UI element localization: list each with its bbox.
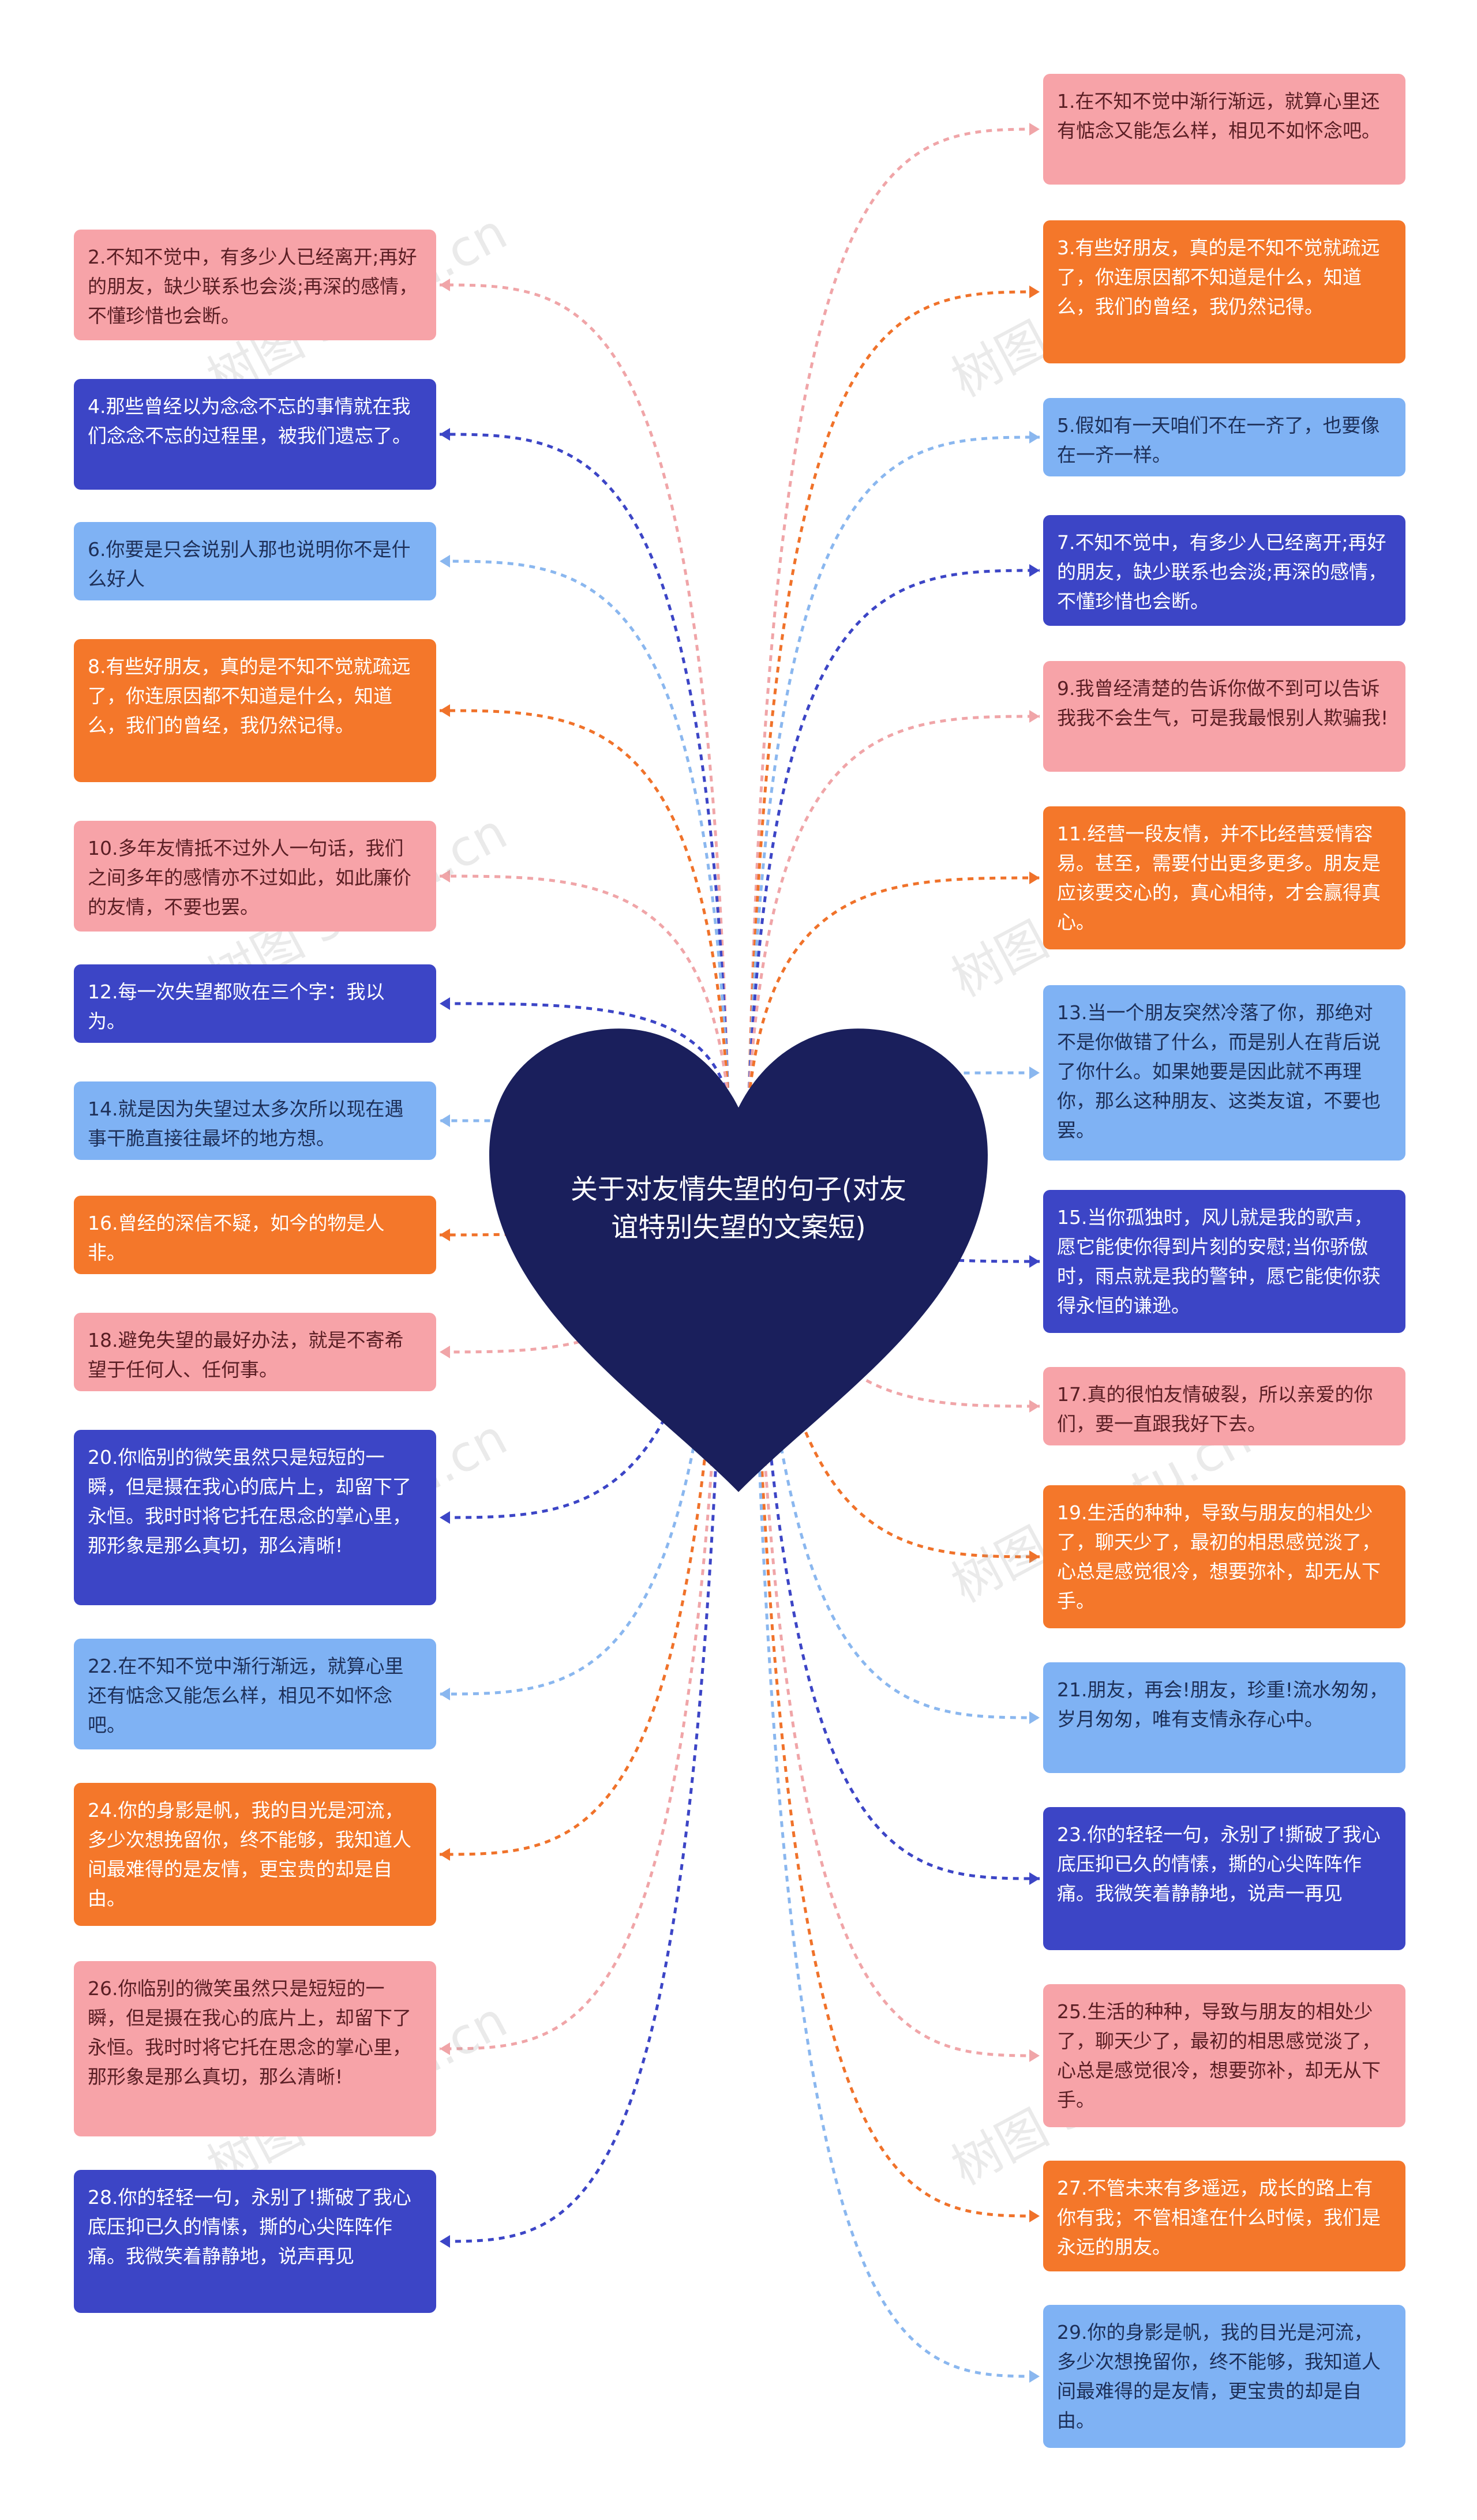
connector-arrow-21 [1029, 1711, 1040, 1724]
connector-line-4 [439, 433, 730, 1099]
connector-line-23 [747, 1098, 1040, 1880]
idea-node-8[interactable]: 8.有些好朋友，真的是不知不觉就疏远了，你连原因都不知道是什么，知道么，我们的曾… [74, 639, 436, 782]
idea-node-20[interactable]: 20.你临别的微笑虽然只是短短的一瞬，但是摄在我心的底片上，却留下了永恒。我时时… [74, 1430, 436, 1605]
connector-line-17 [747, 1098, 1040, 1408]
idea-node-3[interactable]: 3.有些好朋友，真的是不知不觉就疏远了，你连原因都不知道是什么，知道么，我们的曾… [1043, 220, 1405, 363]
central-topic-title: 关于对友情失望的句子(对友谊特别失望的文案短) [570, 1174, 907, 1244]
idea-node-18[interactable]: 18.避免失望的最好办法，就是不寄希望于任何人、任何事。 [74, 1313, 436, 1391]
connector-arrow-6 [440, 555, 450, 568]
connector-arrow-27 [1029, 2210, 1040, 2222]
connector-arrow-23 [1029, 1872, 1040, 1885]
connector-arrow-26 [440, 2042, 450, 2055]
connector-line-3 [747, 290, 1040, 1099]
connector-arrow-20 [440, 1511, 450, 1524]
connector-arrow-11 [1029, 872, 1040, 884]
connector-line-18 [439, 1098, 730, 1354]
connector-arrow-22 [440, 1688, 450, 1700]
heart-shape [489, 1028, 988, 1492]
connector-line-25 [747, 1098, 1040, 2057]
connector-arrow-3 [1029, 286, 1040, 298]
connector-line-9 [747, 715, 1040, 1099]
connector-line-26 [439, 1098, 730, 2050]
connector-arrow-13 [1029, 1066, 1040, 1079]
idea-node-24[interactable]: 24.你的身影是帆，我的目光是河流，多少次想挽留你，终不能够，我知道人间最难得的… [74, 1783, 436, 1926]
connector-arrow-29 [1029, 2370, 1040, 2383]
idea-node-11[interactable]: 11.经营一段友情，并不比经营爱情容易。甚至，需要付出更多更多。朋友是应该要交心… [1043, 806, 1405, 949]
idea-node-12[interactable]: 12.每一次失望都败在三个字：我以为。 [74, 964, 436, 1043]
idea-node-7[interactable]: 7.不知不觉中，有多少人已经离开;再好的朋友，缺少联系也会淡;再深的感情，不懂珍… [1043, 515, 1405, 626]
connector-arrow-10 [440, 870, 450, 882]
connector-arrow-1 [1029, 123, 1040, 136]
connector-line-24 [439, 1098, 730, 1856]
idea-node-14[interactable]: 14.就是因为失望过太多次所以现在遇事干脆直接往最坏的地方想。 [74, 1081, 436, 1160]
connector-line-12 [439, 1002, 730, 1099]
idea-node-16[interactable]: 16.曾经的深信不疑，如今的物是人非。 [74, 1196, 436, 1274]
connector-arrow-24 [440, 1848, 450, 1861]
connector-arrow-9 [1029, 710, 1040, 723]
idea-node-4[interactable]: 4.那些曾经以为念念不忘的事情就在我们念念不忘的过程里，被我们遗忘了。 [74, 379, 436, 490]
idea-node-13[interactable]: 13.当一个朋友突然冷落了你，那绝对不是你做错了什么，而是别人在背后说了你什么。… [1043, 985, 1405, 1161]
connector-arrow-8 [440, 704, 450, 717]
connector-arrow-5 [1029, 431, 1040, 444]
idea-node-17[interactable]: 17.真的很怕友情破裂，所以亲爱的你们，要一直跟我好下去。 [1043, 1367, 1405, 1445]
connector-line-1 [747, 127, 1040, 1099]
idea-node-2[interactable]: 2.不知不觉中，有多少人已经离开;再好的朋友，缺少联系也会淡;再深的感情，不懂珍… [74, 230, 436, 340]
idea-node-28[interactable]: 28.你的轻轻一句，永别了!撕破了我心底压抑已久的情愫，撕的心尖阵阵作痛。我微笑… [74, 2170, 436, 2313]
connector-arrow-17 [1029, 1400, 1040, 1413]
connector-arrow-7 [1029, 564, 1040, 577]
idea-node-25[interactable]: 25.生活的种种，导致与朋友的相处少了，聊天少了，最初的相思感觉淡了，心总是感觉… [1043, 1984, 1405, 2127]
connector-arrow-16 [440, 1229, 450, 1241]
central-heart[interactable] [479, 1018, 998, 1503]
idea-node-27[interactable]: 27.不管未来有多遥远，成长的路上有你有我；不管相逢在什么时候，我们是永远的朋友… [1043, 2161, 1405, 2271]
idea-node-29[interactable]: 29.你的身影是帆，我的目光是河流，多少次想挽留你，终不能够，我知道人间最难得的… [1043, 2305, 1405, 2448]
idea-node-1[interactable]: 1.在不知不觉中渐行渐远，就算心里还有惦念又能怎么样，相见不如怀念吧。 [1043, 74, 1405, 185]
connector-arrow-18 [440, 1346, 450, 1358]
connector-line-6 [439, 559, 730, 1099]
idea-node-21[interactable]: 21.朋友，再会!朋友，珍重!流水匆匆，岁月匆匆，唯有支情永存心中。 [1043, 1662, 1405, 1773]
idea-node-19[interactable]: 19.生活的种种，导致与朋友的相处少了，聊天少了，最初的相思感觉淡了，心总是感觉… [1043, 1485, 1405, 1628]
connector-arrow-14 [440, 1114, 450, 1127]
connector-line-20 [439, 1098, 730, 1519]
idea-node-10[interactable]: 10.多年友情抵不过外人一句话，我们之间多年的感情亦不过如此，如此廉价的友情，不… [74, 821, 436, 932]
idea-node-15[interactable]: 15.当你孤独时，风儿就是我的歌声，愿它能使你得到片刻的安慰;当你骄傲时，雨点就… [1043, 1190, 1405, 1333]
connector-arrow-12 [440, 997, 450, 1010]
connector-arrow-2 [440, 279, 450, 291]
connector-line-8 [439, 709, 730, 1099]
idea-node-5[interactable]: 5.假如有一天咱们不在一齐了，也要像在一齐一样。 [1043, 398, 1405, 476]
idea-node-9[interactable]: 9.我曾经清楚的告诉你做不到可以告诉我我不会生气，可是我最恨别人欺骗我! [1043, 661, 1405, 772]
connector-line-5 [747, 435, 1040, 1099]
connector-arrow-19 [1029, 1550, 1040, 1563]
connector-line-2 [439, 283, 730, 1099]
connector-line-27 [747, 1098, 1040, 2218]
connector-arrow-4 [440, 428, 450, 441]
connector-arrow-25 [1029, 2049, 1040, 2062]
idea-node-23[interactable]: 23.你的轻轻一句，永别了!撕破了我心底压抑已久的情愫，撕的心尖阵阵作痛。我微笑… [1043, 1807, 1405, 1950]
idea-node-22[interactable]: 22.在不知不觉中渐行渐远，就算心里还有惦念又能怎么样，相见不如怀念吧。 [74, 1639, 436, 1749]
connector-arrow-15 [1029, 1255, 1040, 1268]
connector-arrow-28 [440, 2235, 450, 2248]
idea-node-6[interactable]: 6.你要是只会说别人那也说明你不是什么好人 [74, 522, 436, 600]
connector-line-7 [747, 569, 1040, 1099]
idea-node-26[interactable]: 26.你临别的微笑虽然只是短短的一瞬，但是摄在我心的底片上，却留下了永恒。我时时… [74, 1961, 436, 2136]
